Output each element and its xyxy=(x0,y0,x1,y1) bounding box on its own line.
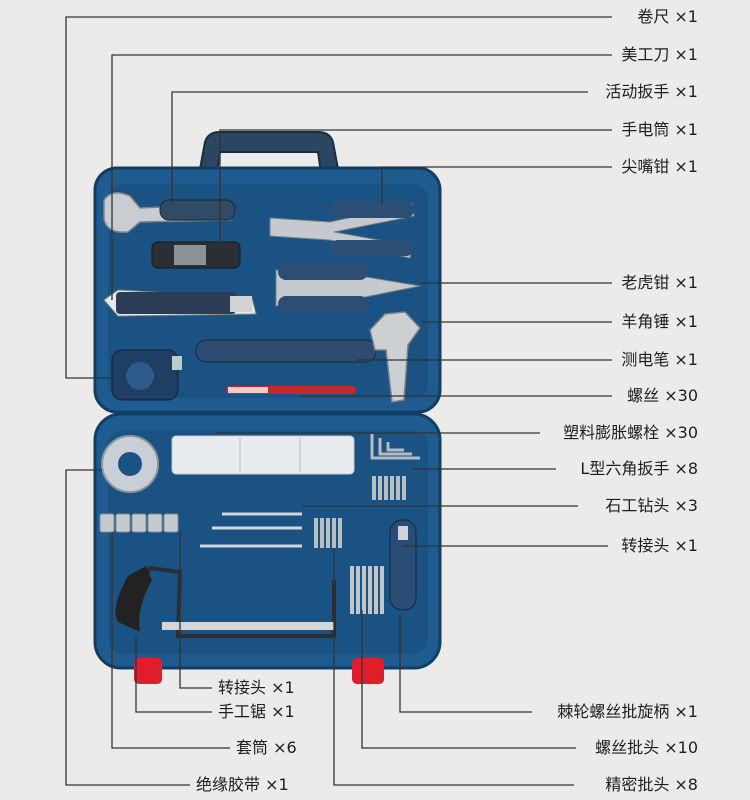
label-precision-bits: 精密批头 ×8 xyxy=(605,775,698,794)
label-screwdriver-bits: 螺丝批头 ×10 xyxy=(595,738,698,757)
tape-measure-icon xyxy=(111,349,182,401)
label-tape-measure: 卷尺 ×1 xyxy=(637,7,698,26)
leader-precision xyxy=(333,548,574,786)
screwdriver-bits-icon xyxy=(350,566,384,614)
label-ratchet-handle: 棘轮螺丝批旋柄 ×1 xyxy=(557,702,698,721)
leader-sockets xyxy=(111,532,230,749)
label-adapter-right: 转接头 ×1 xyxy=(621,536,698,555)
leader-adapter-l xyxy=(179,532,212,689)
case-foot-right xyxy=(352,658,384,684)
voltage-tester-icon xyxy=(226,386,356,394)
label-adjustable-wrench: 活动扳手 ×1 xyxy=(605,82,698,101)
masonry-bits-icon xyxy=(200,512,302,548)
leader-lines xyxy=(65,16,612,786)
label-utility-knife: 美工刀 ×1 xyxy=(621,45,698,64)
anchors-screws-tray-icon xyxy=(171,435,355,475)
long-nose-pliers-icon xyxy=(269,202,415,259)
claw-hammer-icon xyxy=(195,311,421,403)
case-foot-left xyxy=(134,658,162,684)
leader-bits xyxy=(361,610,576,749)
label-screws: 螺丝 ×30 xyxy=(627,386,698,405)
label-sockets: 套筒 ×6 xyxy=(236,738,297,757)
label-insulation-tape: 绝缘胶带 ×1 xyxy=(196,775,289,794)
hex-keys-icon xyxy=(370,434,420,460)
insulation-tape-icon xyxy=(101,435,159,493)
utility-knife-icon xyxy=(103,289,257,317)
label-adapter-left: 转接头 ×1 xyxy=(218,678,295,697)
adjustable-wrench-icon xyxy=(103,192,236,233)
precision-bits-icon xyxy=(314,476,406,548)
leader-hacksaw xyxy=(135,636,212,713)
label-flashlight: 手电筒 ×1 xyxy=(621,120,698,139)
leader-knife xyxy=(111,54,612,300)
ratchet-screwdriver-icon xyxy=(389,519,417,611)
leader-wrench xyxy=(171,91,588,204)
label-voltage-tester: 测电笔 ×1 xyxy=(621,350,698,369)
leader-ratchet xyxy=(399,614,532,713)
label-hex-keys: L型六角扳手 ×8 xyxy=(580,459,698,478)
case-top xyxy=(93,131,442,414)
sockets-icon xyxy=(99,513,179,533)
label-long-nose-pliers: 尖嘴钳 ×1 xyxy=(621,157,698,176)
label-hacksaw: 手工锯 ×1 xyxy=(218,702,295,721)
label-plastic-anchors: 塑料膨胀螺栓 ×30 xyxy=(563,423,698,442)
label-claw-hammer: 羊角锤 ×1 xyxy=(621,312,698,331)
leader-tape xyxy=(65,16,612,379)
leader-longnose xyxy=(381,166,612,205)
leader-flashlight xyxy=(219,129,612,244)
case-bottom xyxy=(93,412,442,684)
label-masonry-bits: 石工钻头 ×3 xyxy=(605,496,698,515)
label-combination-pliers: 老虎钳 ×1 xyxy=(621,273,698,292)
flashlight-icon xyxy=(151,241,241,269)
combination-pliers-icon xyxy=(275,264,421,312)
leader-insulation xyxy=(65,469,190,786)
